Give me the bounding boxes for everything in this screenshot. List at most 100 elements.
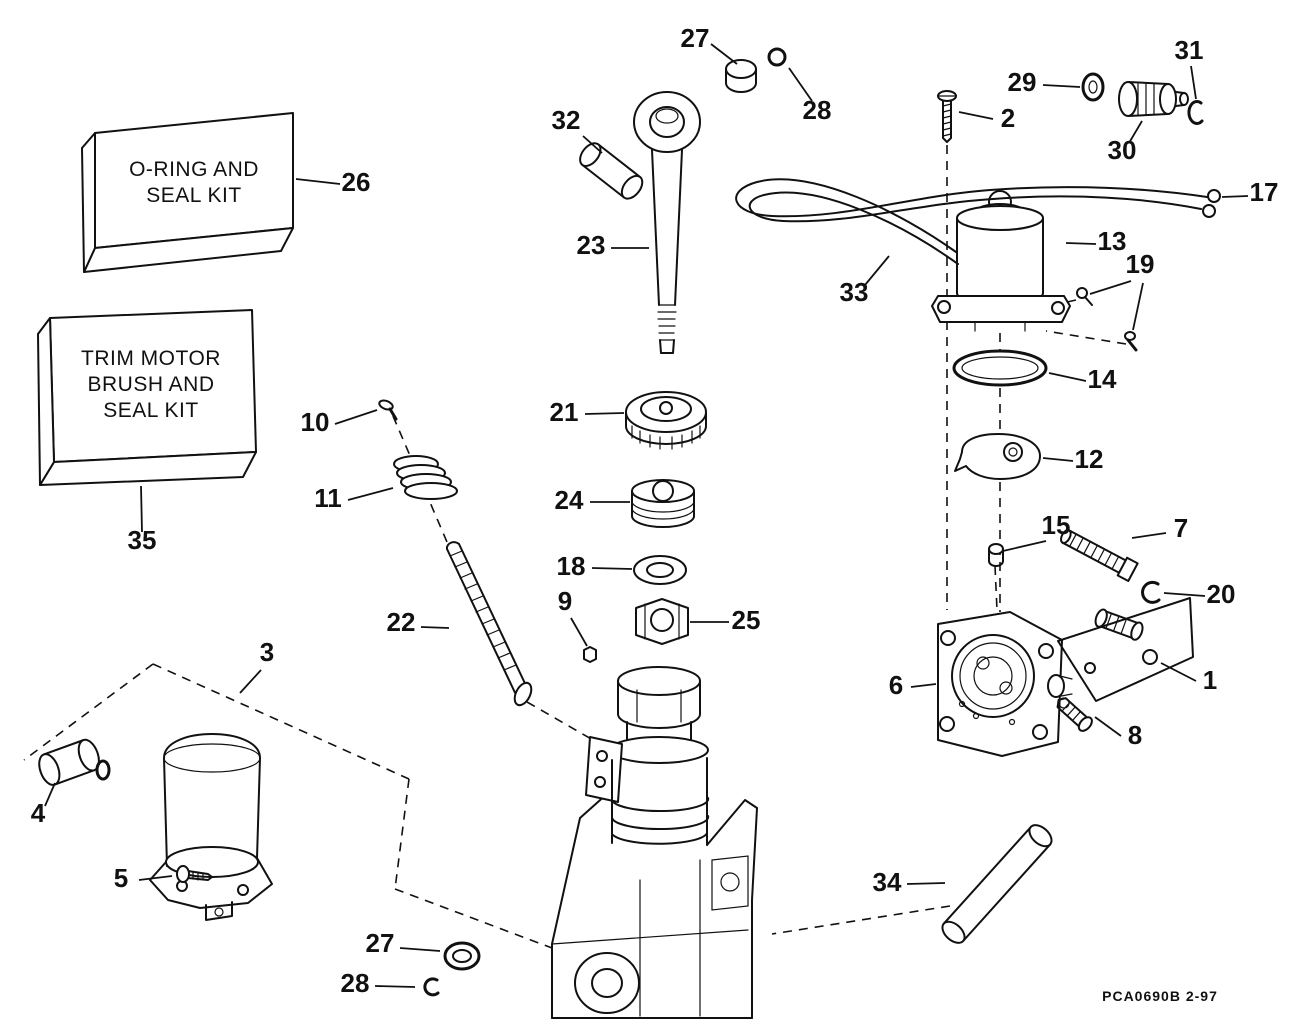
pivot-pin-part	[579, 142, 644, 200]
screw-part-2	[937, 90, 957, 143]
callout-number-9-23: 9	[558, 586, 572, 616]
trim-motor-brush-seal-kit-label-line-1: BRUSH AND	[87, 373, 214, 396]
pump-cover-part	[954, 433, 1041, 480]
callout-leader-4	[44, 782, 56, 807]
dashed-alignment-lines	[23, 145, 1127, 949]
callout-leader-14	[1048, 372, 1087, 382]
nut-part	[635, 598, 689, 645]
trim-motor-brush-seal-kit-box: TRIM MOTOR BRUSH AND SEAL KIT	[37, 309, 257, 486]
callout-number-5-31: 5	[114, 863, 128, 893]
callout-number-18-21: 18	[557, 551, 586, 581]
part-code: PCA0690B 2-97	[1102, 988, 1218, 1004]
callout-number-7-19: 7	[1174, 513, 1188, 543]
callout-leader-19	[1089, 280, 1132, 295]
callout-number-25-24: 25	[732, 605, 761, 635]
callout-number-28-35: 28	[341, 968, 370, 998]
callout-number-11-20: 11	[314, 483, 342, 513]
screw-part-10	[378, 399, 398, 421]
callout-number-28-1: 28	[803, 95, 832, 125]
cylinder-cap-part	[625, 391, 707, 450]
callout-leader-21	[584, 412, 625, 415]
trim-motor-part	[931, 190, 1071, 332]
bushing-part-4	[38, 738, 111, 786]
oring-seal-kit-label-line-0: O-RING AND	[129, 158, 259, 181]
callout-number-22-25: 22	[387, 607, 416, 637]
callout-leader-33	[864, 255, 890, 286]
callout-number-1-26: 1	[1203, 665, 1217, 695]
callout-number-31-2: 31	[1175, 35, 1204, 65]
callout-number-23-8: 23	[577, 230, 606, 260]
fasteners-part-19	[1076, 287, 1138, 352]
callout-leader-28	[788, 67, 813, 102]
callout-leader-29	[1042, 84, 1081, 88]
oring-part-28-top	[767, 47, 787, 67]
callout-leader-30	[1128, 120, 1143, 144]
callout-leader-2	[958, 111, 994, 120]
washer-part	[633, 555, 687, 585]
oring-part-14	[952, 349, 1048, 387]
callout-number-26-13: 26	[342, 167, 371, 197]
callout-leader-15	[1002, 540, 1047, 552]
callout-leader-34	[906, 882, 946, 885]
pin-part-34	[941, 824, 1053, 944]
trim-motor-brush-seal-kit-label-line-2: SEAL KIT	[103, 399, 198, 422]
callout-leader-12	[1042, 457, 1074, 462]
callout-number-35-33: 35	[128, 525, 157, 555]
callout-number-17-6: 17	[1250, 177, 1279, 207]
callout-leader-18	[591, 567, 633, 570]
callout-number-2-5: 2	[1001, 103, 1015, 133]
oring-part-28-bottom	[423, 977, 440, 997]
callout-number-13-9: 13	[1098, 226, 1127, 256]
callout-leader-28	[374, 985, 416, 988]
oring-part-29	[1081, 72, 1105, 102]
callout-number-3-28: 3	[260, 637, 274, 667]
callout-number-20-22: 20	[1207, 579, 1236, 609]
callout-leader-11	[347, 487, 394, 501]
callout-number-12-15: 12	[1075, 444, 1104, 474]
oring-part-31	[1187, 99, 1204, 125]
callout-number-24-17: 24	[555, 485, 584, 515]
small-nut-part	[583, 646, 597, 663]
callout-number-8-29: 8	[1128, 720, 1142, 750]
trim-motor-kit-label: TRIM MOTOR BRUSH AND SEAL KIT	[81, 347, 221, 422]
callout-leader-17	[1221, 195, 1249, 198]
callout-number-29-3: 29	[1008, 67, 1037, 97]
trim-motor-brush-seal-kit-label-line-0: TRIM MOTOR	[81, 347, 221, 370]
valve-kit-part-1	[1057, 597, 1194, 702]
seal-part-27-bottom	[443, 941, 481, 971]
plug-part-15	[988, 543, 1004, 567]
snap-ring-part-20	[1141, 580, 1161, 604]
reservoir-part	[149, 733, 273, 921]
cap-part-27-top	[725, 59, 757, 93]
callout-number-32-7: 32	[552, 105, 581, 135]
piston-part	[631, 479, 695, 528]
callout-number-15-18: 15	[1042, 510, 1071, 540]
callout-leader-32	[582, 135, 603, 154]
callout-number-21-14: 21	[550, 397, 579, 427]
callout-leader-26	[295, 178, 341, 185]
callout-leader-10	[334, 409, 378, 425]
screw-part-5	[176, 865, 213, 883]
callout-number-19-11: 19	[1126, 249, 1155, 279]
seal-part-11	[393, 455, 458, 500]
callout-leader-7	[1131, 532, 1167, 539]
valve-part-30	[1118, 81, 1189, 117]
callout-number-14-12: 14	[1088, 364, 1117, 394]
callout-leader-6	[910, 683, 937, 688]
callout-leader-9	[570, 617, 588, 647]
callout-leader-19	[1132, 282, 1144, 331]
callout-number-27-34: 27	[366, 928, 395, 958]
callout-leader-22	[420, 626, 450, 629]
callout-leader-31	[1190, 65, 1197, 100]
callout-number-10-16: 10	[301, 407, 330, 437]
callout-leader-27	[399, 947, 441, 952]
wiring-harness-part	[735, 178, 1221, 265]
tilt-rod-part	[633, 91, 701, 354]
callout-number-27-0: 27	[681, 23, 710, 53]
cylinder-body-part	[551, 666, 758, 1019]
callout-number-4-30: 4	[31, 798, 46, 828]
